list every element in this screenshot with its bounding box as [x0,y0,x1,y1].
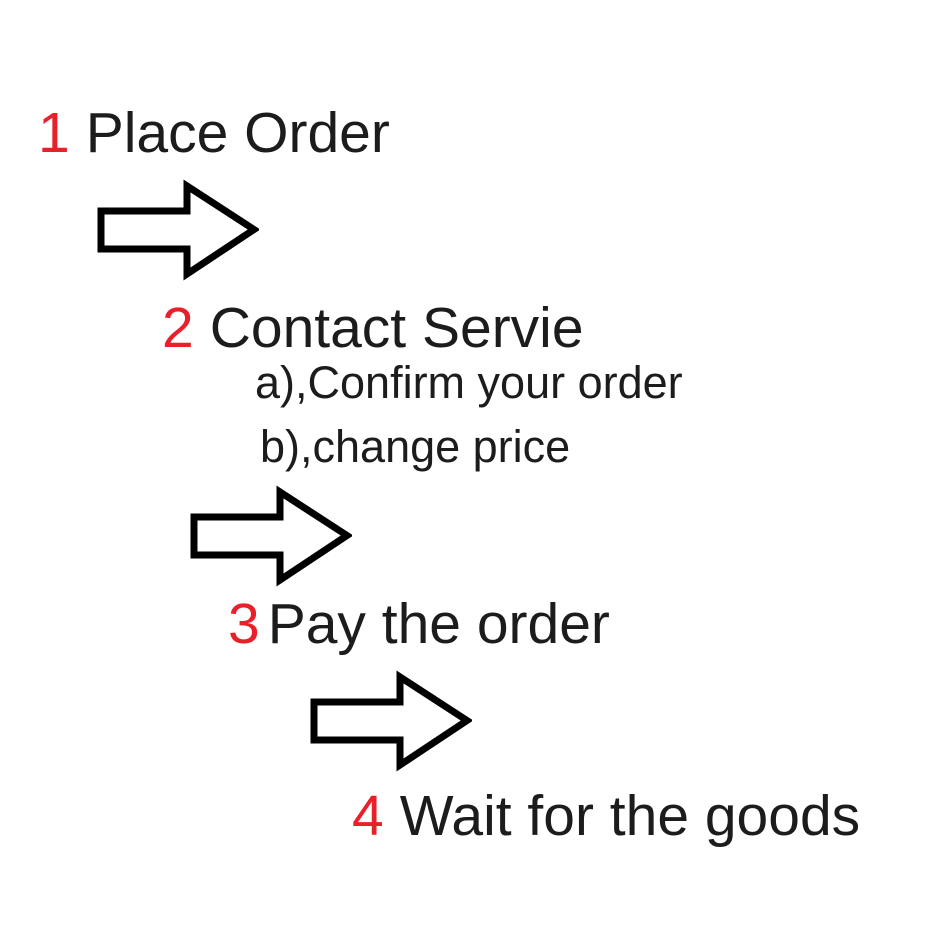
step-1-number: 1 [38,101,70,165]
right-block-arrow-icon [97,178,259,281]
right-block-arrow-icon [190,484,352,587]
step-4-number: 4 [352,784,384,848]
step-2-label: Contact Servie [209,296,584,360]
step-1-label: Place Order [85,101,390,165]
right-block-arrow-icon [310,669,472,772]
step-2-number: 2 [162,296,194,360]
step-3-label: Pay the order [267,592,610,656]
step-3-number: 3 [228,592,260,656]
step-2-subitem-a: a),Confirm your order [255,357,683,408]
step-2-subitem-b: b),change price [260,421,571,472]
step-4-label: Wait for the goods [399,784,861,848]
